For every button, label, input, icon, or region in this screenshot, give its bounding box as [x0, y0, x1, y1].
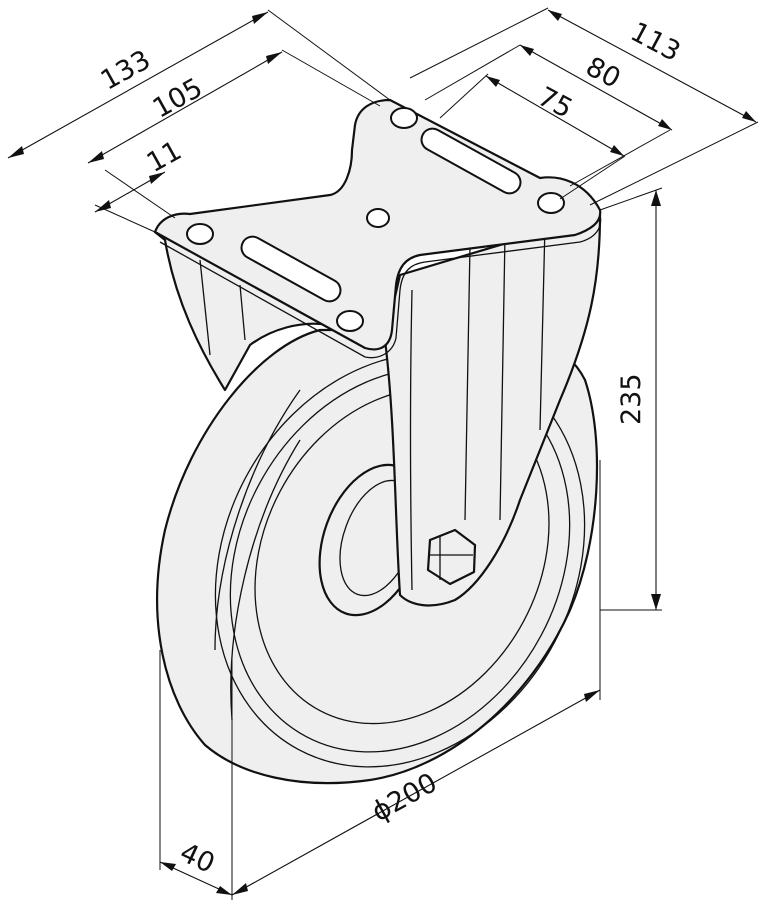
dim-11-label: 11 [142, 135, 187, 179]
fork-rib-1 [464, 244, 471, 521]
fork-left-rib-1 [199, 259, 211, 356]
dim-80-label: 80 [581, 51, 626, 95]
dim-133-label: 133 [96, 44, 156, 96]
fork-right-leg [383, 213, 602, 607]
tread-line-2 [230, 439, 301, 721]
mount-slot-right [420, 127, 522, 195]
fork-left-rib-2 [239, 284, 246, 341]
mount-slot-left [240, 235, 342, 303]
tread-line-1 [214, 389, 301, 651]
mount-hole-top [390, 107, 418, 129]
fork-rib-2 [499, 234, 506, 521]
mount-hole-left [186, 223, 214, 245]
dim-113-label: 113 [625, 16, 685, 68]
plate-edge [159, 214, 602, 359]
dim-75-label: 75 [533, 81, 578, 125]
fork-rib-3 [539, 224, 546, 431]
mount-hole-right [537, 192, 565, 214]
mount-hole-bottom [336, 310, 364, 332]
dimension-lines [7, 7, 759, 900]
dim-40-label: 40 [175, 837, 219, 880]
axle-nut [426, 528, 477, 586]
dim-105-label: 105 [148, 72, 208, 124]
dim-235-label: 235 [616, 373, 647, 425]
fork-rib-4 [409, 289, 413, 591]
mount-hole-center [366, 208, 390, 228]
